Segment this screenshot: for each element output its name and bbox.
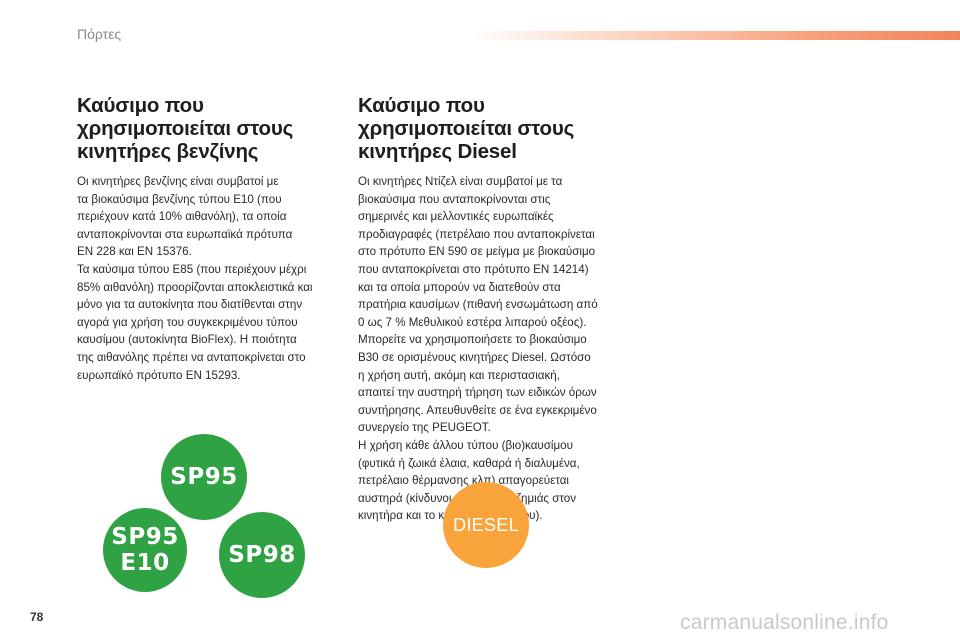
header-accent-bar [470,31,960,40]
diesel-fuel-body: Οι κινητήρες Ντίζελ είναι συμβατοί με τα… [358,175,598,523]
sp95-e10-badge-line2: E10 [120,550,170,576]
sp98-fuel-badge: SP98 [219,512,305,598]
diesel-fuel-title: Καύσιμο που χρησιμοποιείται στους κινητή… [358,94,575,163]
petrol-fuel-section: Καύσιμο που χρησιμοποιείται στους κινητή… [77,94,347,384]
diesel-fuel-section: Καύσιμο που χρησιμοποιείται στους κινητή… [358,94,638,525]
sp95-e10-badge-line1: SP95 [111,524,179,550]
sp95-badge-label: SP95 [170,464,238,490]
sp95-e10-fuel-badge: SP95 E10 [103,508,187,592]
sp98-badge-label: SP98 [228,542,296,568]
petrol-fuel-body: Οι κινητήρες βενζίνης είναι συμβατοί με … [77,175,313,382]
diesel-fuel-badge: DIESEL [443,482,529,568]
sp95-fuel-badge: SP95 [161,434,247,520]
diesel-badge-label: DIESEL [453,514,519,535]
petrol-fuel-title: Καύσιμο που χρησιμοποιείται στους κινητή… [77,94,294,163]
section-label: Πόρτες [77,26,122,42]
page-number: 78 [30,610,44,624]
watermark: carmanualsonline.info [680,611,889,634]
